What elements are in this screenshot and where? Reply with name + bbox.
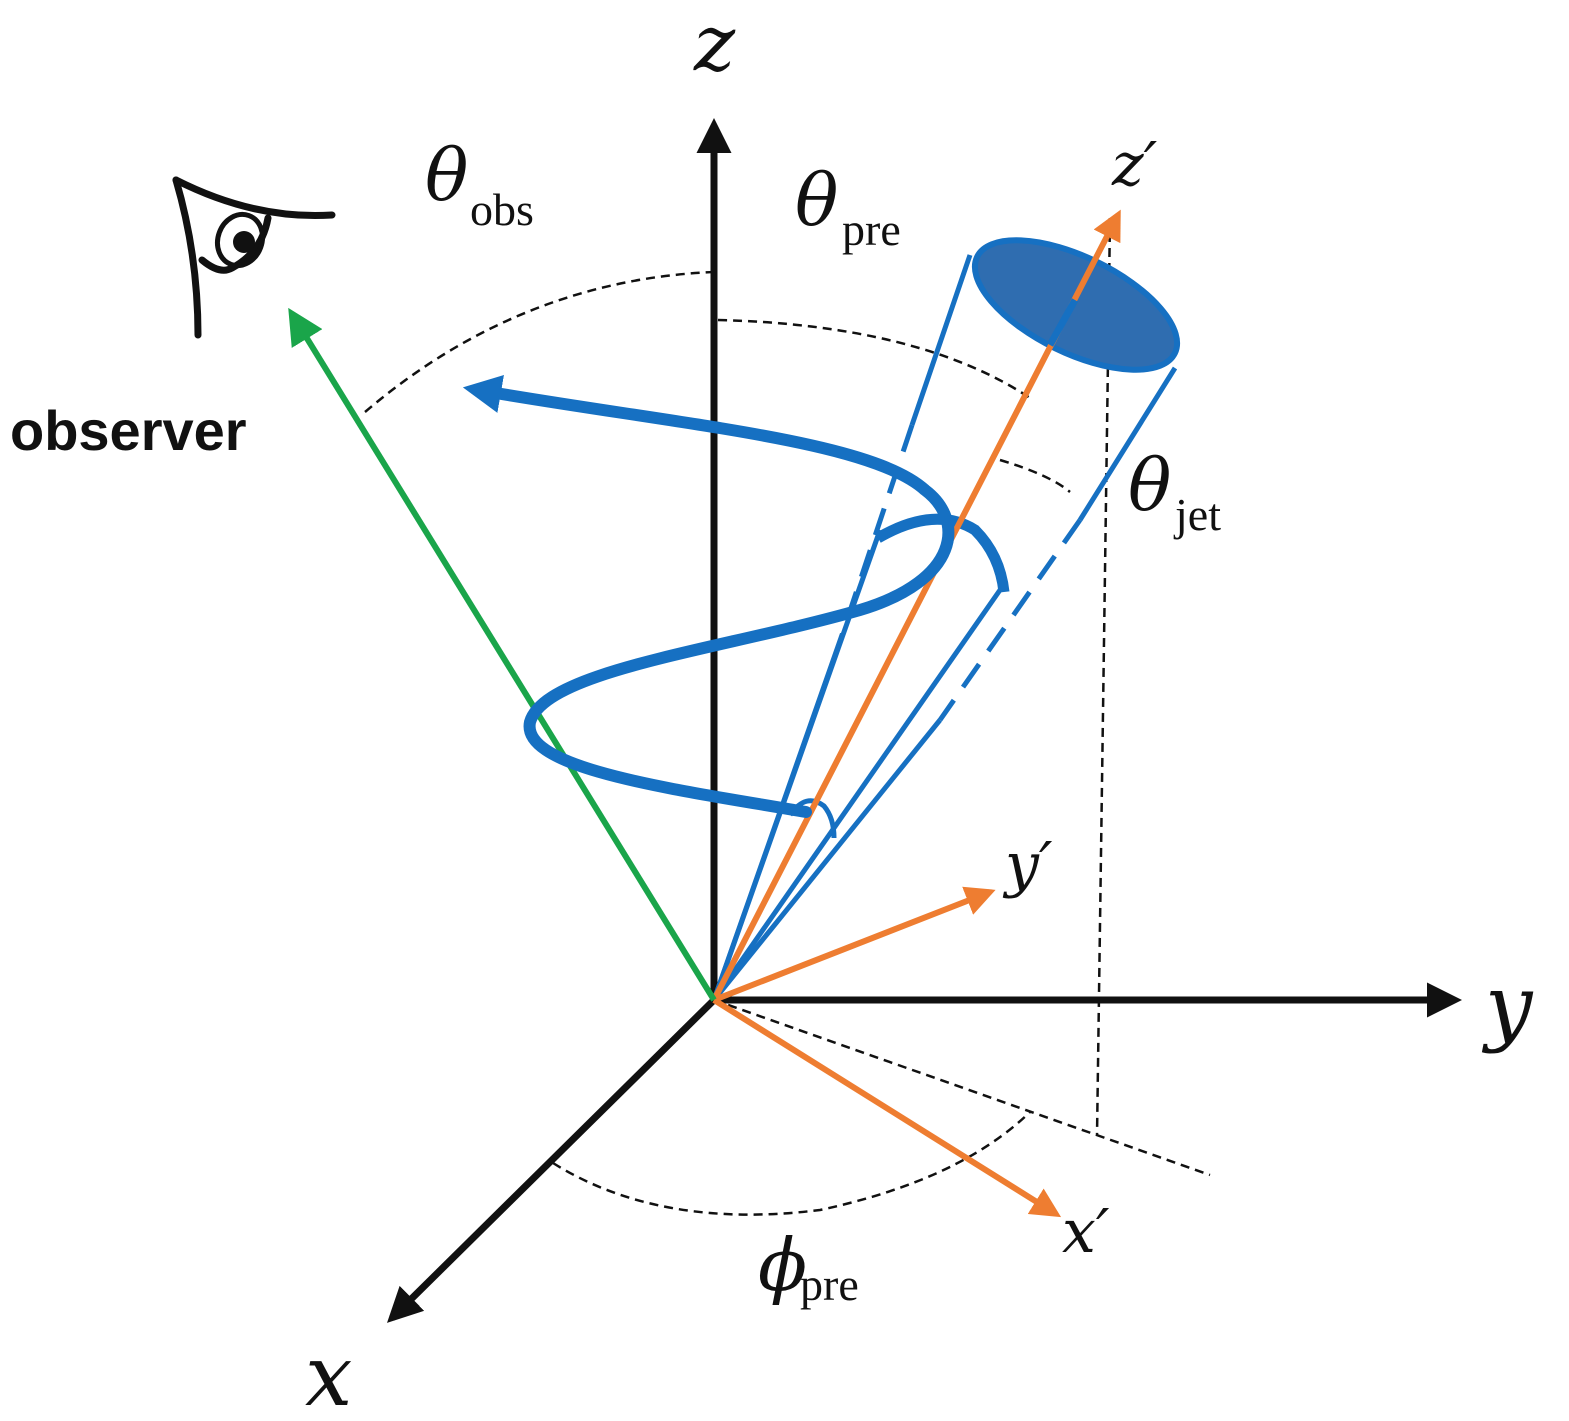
y-axis-label: y: [1481, 957, 1534, 1055]
jet-cone: [711, 237, 1181, 1002]
cone-edge-right-solid-lower: [712, 718, 942, 1002]
y-prime-axis: [712, 886, 996, 1003]
phi-pre-arc: [552, 1111, 1031, 1216]
theta-pre-arc: [717, 318, 1031, 400]
svg-text:pre: pre: [842, 204, 901, 255]
projection-line-ground: [713, 998, 1211, 1177]
inner-arc-upper: [875, 513, 1010, 593]
coordinate-axes: [387, 118, 1462, 1323]
cone-edge-right-solid-upper: [1077, 366, 1178, 522]
svg-text:θ: θ: [425, 133, 468, 217]
x-prime-label: x′: [1062, 1197, 1110, 1267]
svg-text:ϕ: ϕ: [758, 1223, 807, 1307]
inner-edge-left: [711, 529, 883, 1001]
z-axis-label: z: [693, 0, 736, 89]
x-axis-label: x: [305, 1327, 352, 1421]
observer-vector: [288, 307, 717, 1002]
phi-pre-label: ϕ pre: [758, 1223, 859, 1310]
theta-jet-arc: [999, 458, 1071, 493]
observer-label: observer: [10, 399, 247, 462]
svg-text:jet: jet: [1173, 489, 1221, 540]
theta-pre-label: θ pre: [795, 158, 901, 255]
theta-obs-label: θ obs: [425, 133, 534, 235]
svg-text:θ: θ: [795, 158, 838, 242]
z-prime-label: z′: [1111, 130, 1158, 200]
labels: observer z y x z′ y′ x′ θ obs θ pre θ je…: [10, 0, 1534, 1421]
svg-text:obs: obs: [470, 184, 534, 235]
projection-line-vertical: [1095, 217, 1112, 1137]
primed-axes: [711, 209, 1121, 1218]
inner-edge-right: [711, 588, 1003, 1002]
svg-text:pre: pre: [800, 1259, 859, 1310]
theta-jet-label: θ jet: [1128, 443, 1221, 540]
y-prime-label: y′: [1002, 830, 1053, 900]
theta-obs-arc: [364, 270, 715, 413]
cone-edge-left-solid-upper: [909, 254, 973, 426]
z-prime-axis: [711, 209, 1121, 1002]
eye-icon: [172, 176, 336, 339]
svg-text:θ: θ: [1128, 443, 1171, 527]
z-prime-inside-jet: [1046, 298, 1079, 347]
dashed-guides: [364, 217, 1211, 1216]
helical-jet-path: [462, 375, 955, 818]
x-axis: [387, 997, 717, 1323]
x-prime-axis: [712, 997, 1062, 1218]
cone-edge-right-dashed: [937, 518, 1083, 722]
